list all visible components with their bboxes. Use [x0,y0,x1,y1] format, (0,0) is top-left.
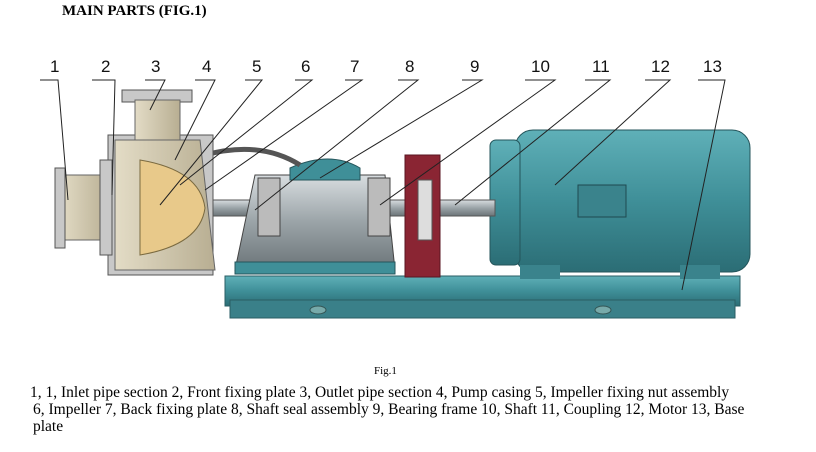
svg-text:5: 5 [252,57,261,76]
pump-diagram: 1 2 3 4 5 6 7 8 9 10 11 12 13 [40,57,751,319]
svg-text:10: 10 [531,57,550,76]
figure-label: Fig.1 [374,365,397,377]
svg-text:13: 13 [703,57,722,76]
pump-casing [107,134,216,276]
svg-text:3: 3 [151,57,160,76]
svg-text:1: 1 [50,57,59,76]
svg-text:6: 6 [301,57,310,76]
callout-numbers: 1 2 3 4 5 6 7 8 9 10 11 12 13 [50,57,722,76]
figure-caption: 1, 1, Inlet pipe section 2, Front fixing… [30,384,816,435]
inlet-pipe [54,159,113,256]
bearing-frame [234,158,396,275]
coupling-guard [404,154,441,278]
caption-line-3: plate [33,418,64,435]
caption-line-2: 6, Impeller 7, Back fixing plate 8, Shaf… [33,401,745,418]
page-title: MAIN PARTS (FIG.1) [62,3,207,19]
base-plate [224,275,741,319]
svg-text:8: 8 [405,57,414,76]
svg-text:11: 11 [592,57,610,76]
svg-text:2: 2 [101,57,110,76]
svg-text:4: 4 [202,57,211,76]
caption-line-1: 1, 1, Inlet pipe section 2, Front fixing… [30,384,730,401]
leader-lines [40,79,726,291]
svg-text:12: 12 [651,57,670,76]
outlet-pipe [121,89,193,141]
svg-text:7: 7 [350,57,359,76]
motor [489,129,751,279]
svg-text:9: 9 [470,57,479,76]
